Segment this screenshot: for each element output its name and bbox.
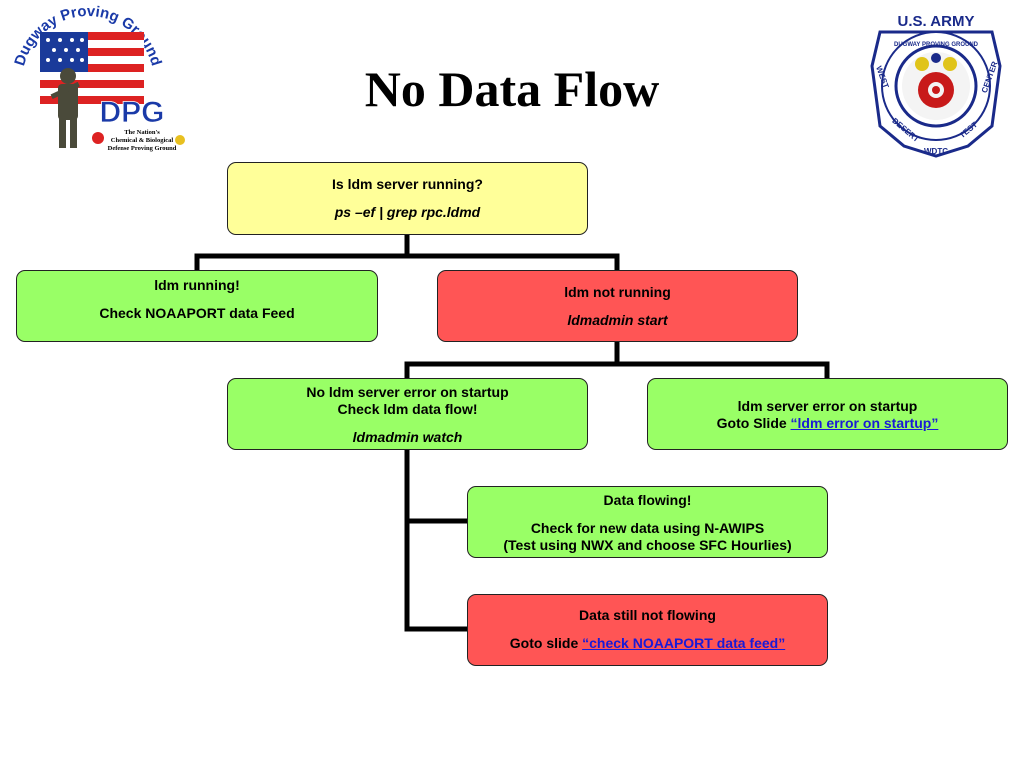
box-line: Is ldm server running? (332, 176, 483, 192)
box-line: Check for new data using N-AWIPS (530, 520, 765, 536)
chemical-icon (175, 135, 185, 145)
command-text: ldmadmin watch (352, 429, 463, 445)
box-line: Data still not flowing (579, 607, 716, 623)
svg-text:Chemical & Biological: Chemical & Biological (111, 137, 174, 144)
box-line: No ldm server error on startup (306, 384, 509, 400)
soldier-icon (50, 68, 80, 148)
check-noaaport-slide-link[interactable]: “check NOAAPORT data feed” (582, 635, 786, 651)
svg-text:WDTC: WDTC (924, 147, 948, 156)
ldm-error-slide-link[interactable]: “ldm error on startup” (790, 415, 939, 431)
ldm-running-box: ldm running! Check NOAAPORT data Feed (16, 270, 378, 342)
data-flowing-box: Data flowing! Check for new data using N… (467, 486, 828, 558)
no-error-box: No ldm server error on startup Check ldm… (227, 378, 588, 450)
box-line: ldm not running (564, 284, 671, 300)
command-text: ps –ef | grep rpc.ldmd (334, 204, 481, 220)
svg-text:DUGWAY PROVING GROUND: DUGWAY PROVING GROUND (894, 42, 979, 48)
wdtc-logo: U.S. ARMY DUGWAY PROVING GROUND WEST CEN… (870, 13, 1002, 158)
command-text: ldmadmin start (567, 312, 668, 328)
svg-text:The Nation's: The Nation's (124, 129, 160, 136)
box-line: ldm server error on startup (737, 398, 918, 414)
slide-title: No Data Flow (364, 61, 660, 117)
dpg-logo: Dugway Proving Ground DPG The Nation's C… (11, 4, 185, 152)
box-line: Goto slide (509, 635, 583, 651)
dpg-abbrev: DPG (99, 96, 164, 129)
box-line: Data flowing! (603, 492, 692, 508)
box-line: ldm running! (154, 277, 240, 293)
ldm-not-running-box: ldm not running ldmadmin start (437, 270, 798, 342)
is-ldm-running-box: Is ldm server running? ps –ef | grep rpc… (227, 162, 588, 235)
svg-text:Defense Proving Ground: Defense Proving Ground (108, 145, 177, 152)
biohazard-icon (92, 132, 104, 144)
box-line: Check NOAAPORT data Feed (99, 305, 295, 321)
box-line: Check ldm data flow! (337, 401, 478, 417)
box-line: Goto Slide (716, 415, 791, 431)
data-not-flowing-box: Data still not flowing Goto slide “check… (467, 594, 828, 666)
chemical-icon (915, 57, 929, 71)
error-on-startup-box: ldm server error on startup Goto Slide “… (647, 378, 1008, 450)
flag-icon (40, 32, 144, 104)
svg-text:U.S. ARMY: U.S. ARMY (898, 13, 975, 30)
biohazard-icon (918, 72, 954, 108)
box-line: (Test using NWX and choose SFC Hourlies) (503, 537, 792, 553)
